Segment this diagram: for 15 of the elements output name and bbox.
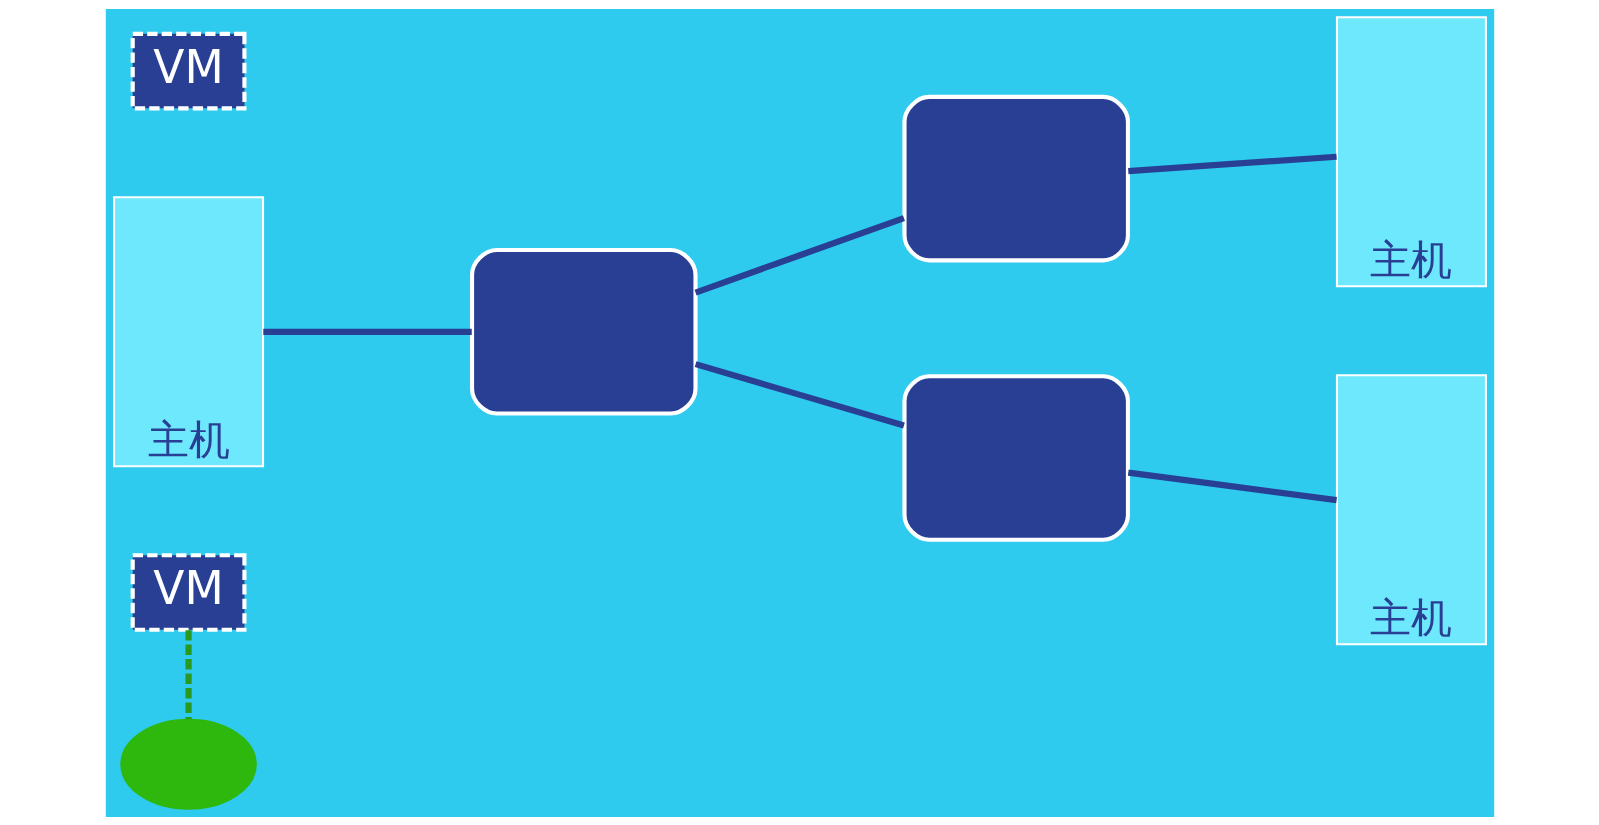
node-cloud	[901, 94, 1130, 262]
connector	[184, 629, 192, 719]
node-box: 主机	[1335, 15, 1487, 287]
node-box: 主机	[112, 195, 264, 467]
node-box: 主机	[1335, 373, 1487, 645]
connector	[262, 328, 472, 335]
connector	[1127, 153, 1337, 174]
node-cloud	[469, 247, 698, 416]
node-circle	[119, 718, 257, 810]
connector	[694, 360, 905, 428]
node-box: VM	[130, 552, 246, 632]
connector	[694, 214, 905, 295]
node-box: VM	[130, 31, 246, 110]
connector	[1127, 468, 1337, 503]
node-cloud	[901, 373, 1130, 542]
